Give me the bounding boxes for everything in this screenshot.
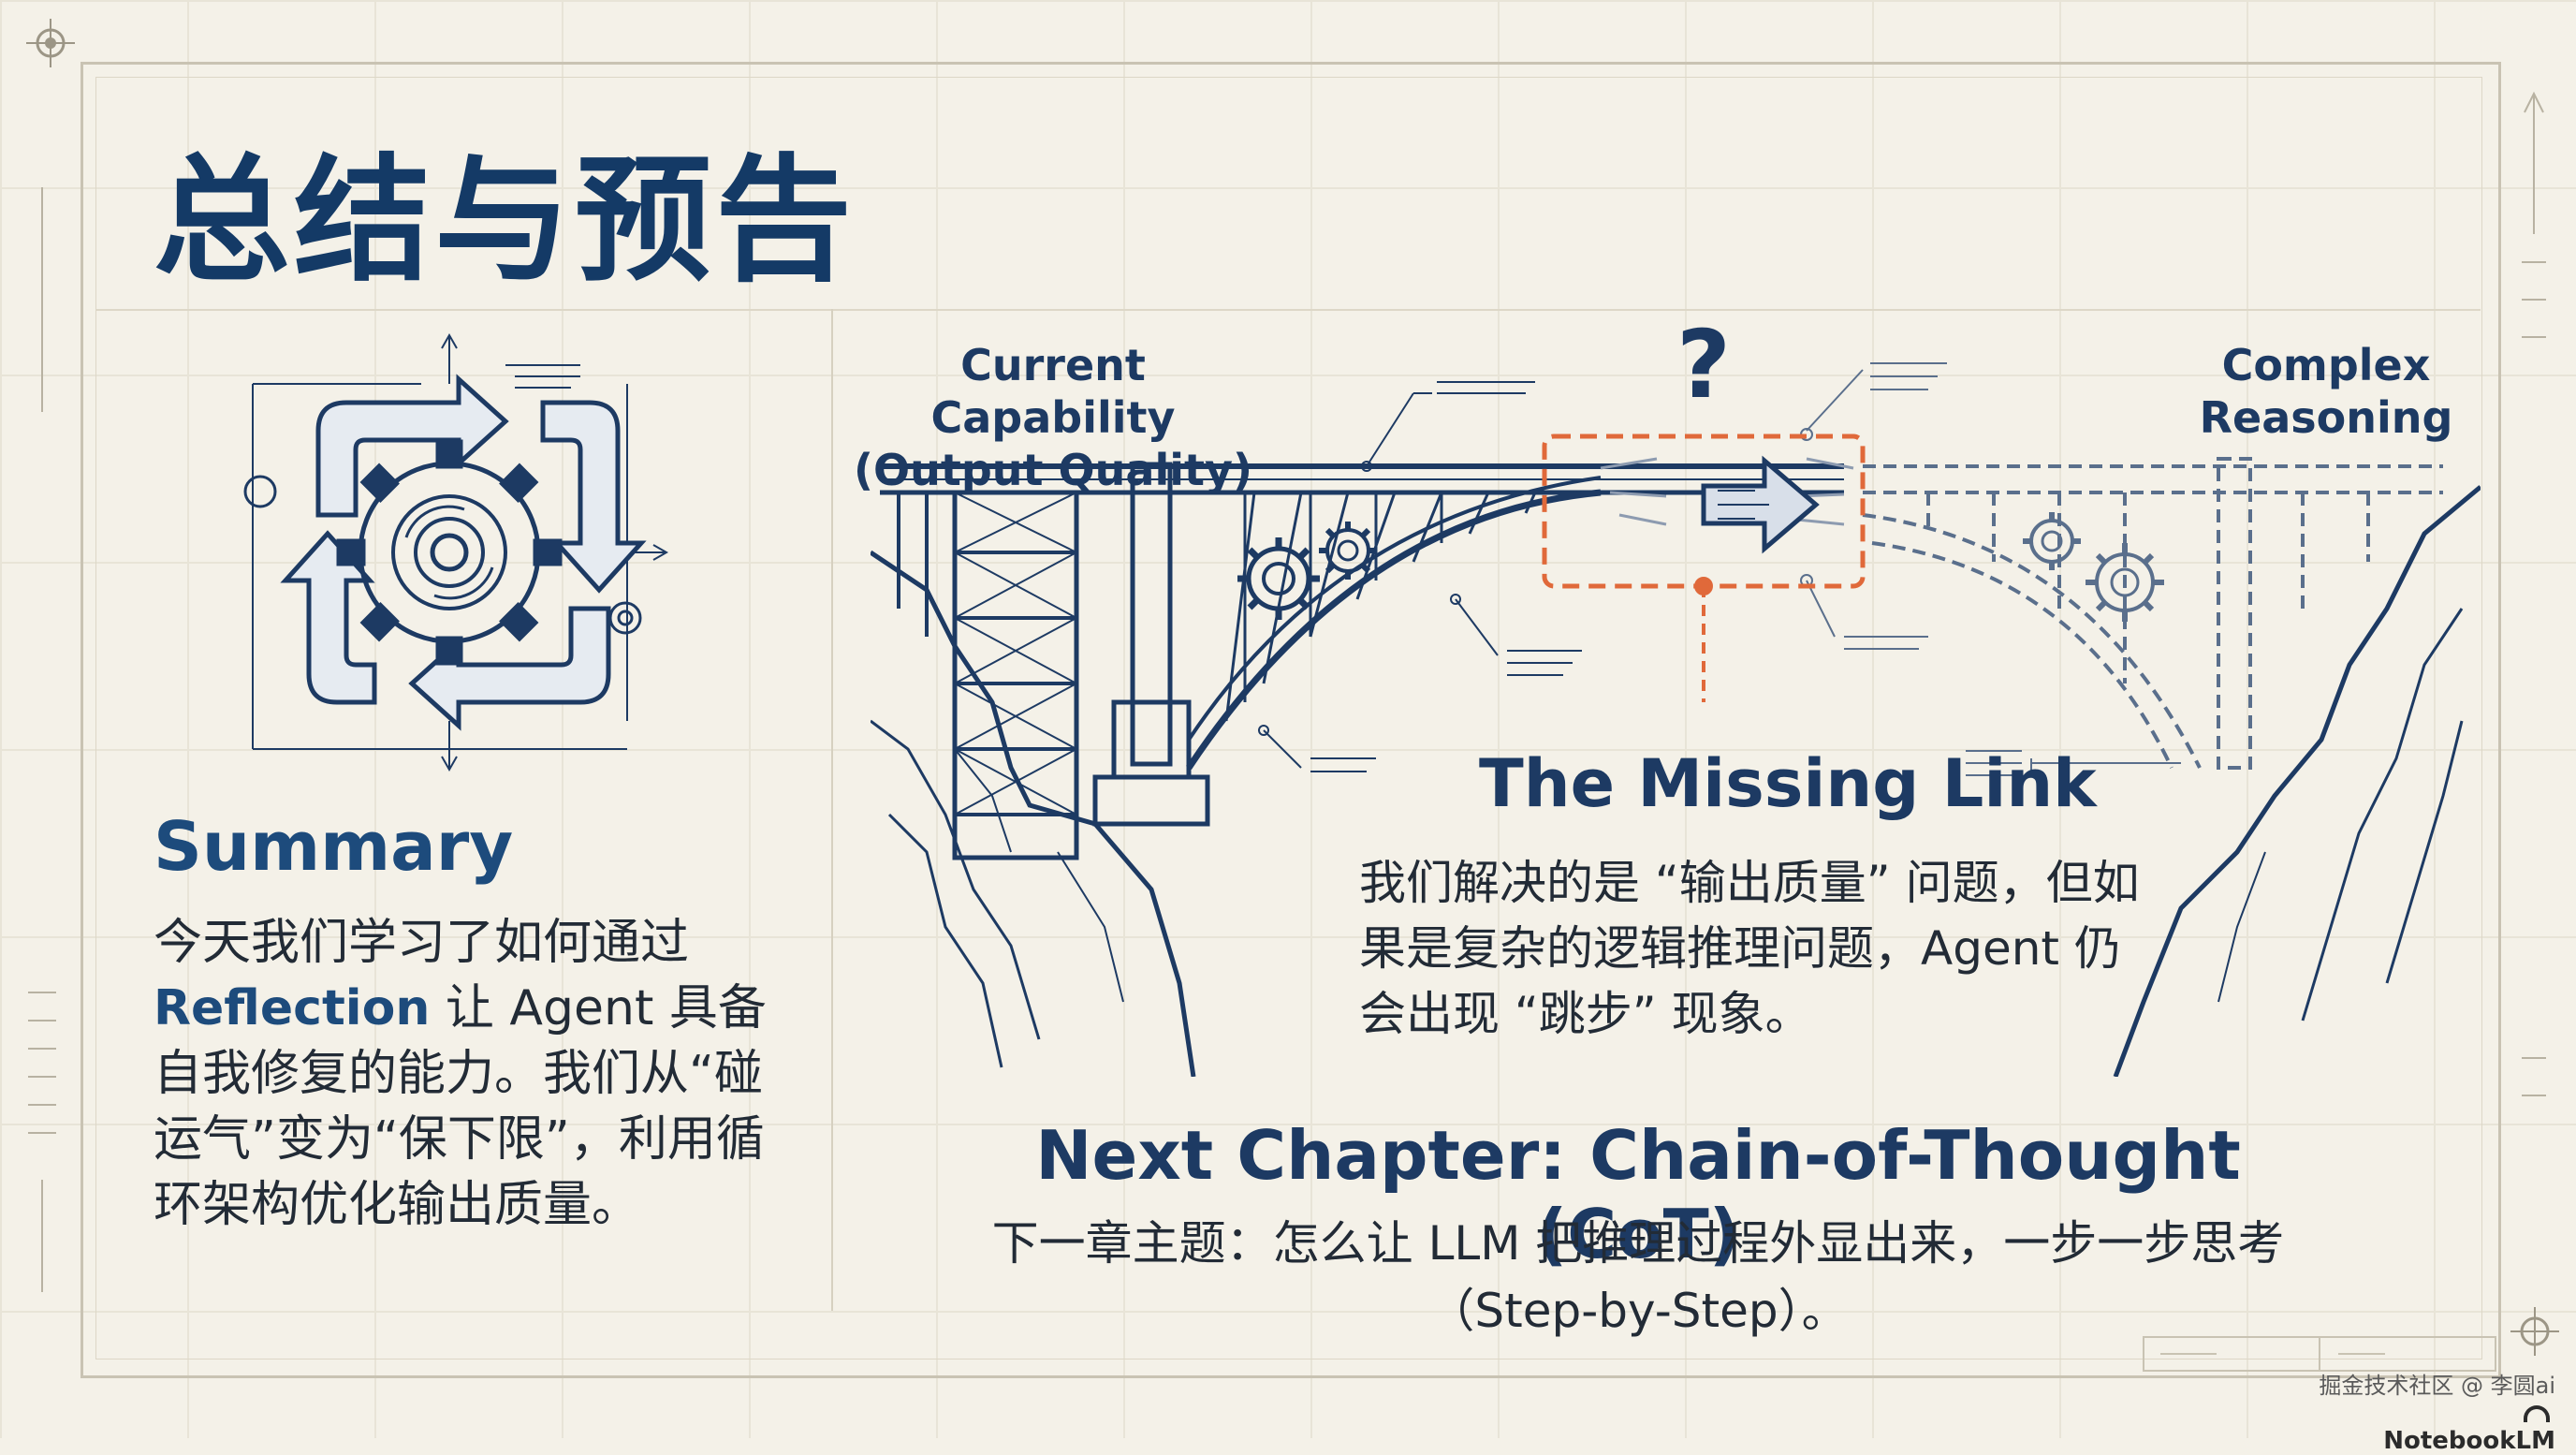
- blueprint-frame-inner: [95, 77, 2482, 1359]
- label-complex-line-2: Reasoning: [2199, 392, 2453, 443]
- watermark-text: 掘金技术社区 @ 李圆ai: [2319, 1373, 2555, 1399]
- corner-crosshair-icon: [26, 19, 75, 67]
- page-title: 总结与预告: [154, 141, 856, 301]
- missing-link-text: 我们解决的是 “输出质量” 问题，但如果是复杂的逻辑推理问题，Agent 仍会出…: [1359, 856, 2140, 1041]
- summary-text-2: 让 Agent 具备自我修复的能力。我们从“碰运气”变为“保下限”，利用循环架构…: [154, 980, 767, 1233]
- header-divider: [95, 309, 2481, 311]
- summary-text: 今天我们学习了如何通过 Reflection 让 Agent 具备自我修复的能力。…: [154, 910, 790, 1238]
- corner-crosshair-icon: [2510, 1307, 2559, 1356]
- summary-highlight-reflection: Reflection: [154, 980, 431, 1036]
- label-current-capability: Current Capability (Output Quality): [842, 339, 1264, 496]
- label-current-line-2: (Output Quality): [854, 445, 1252, 495]
- summary-text-1: 今天我们学习了如何通过: [154, 915, 690, 971]
- next-chapter-heading: Next Chapter: Chain-of-Thought (CoT): [1035, 1116, 2241, 1273]
- right-arrow-icon: [1701, 455, 1820, 554]
- missing-link-heading: The Missing Link: [1479, 745, 2097, 822]
- ruler-marks-left: [28, 187, 56, 1292]
- title-block: [2143, 1336, 2496, 1372]
- bridge-illustration: [871, 362, 2481, 1077]
- brand-text: NotebookLM: [2383, 1427, 2555, 1455]
- brand-label: NotebookLM: [2359, 1399, 2555, 1455]
- notebooklm-logo-icon: [2524, 1404, 2550, 1422]
- ruler-marks-right: [2522, 91, 2546, 1096]
- label-complex-line-1: Complex: [2221, 340, 2431, 390]
- label-complex-reasoning: Complex Reasoning: [2181, 339, 2471, 444]
- blueprint-frame: [80, 62, 2501, 1378]
- next-chapter-text: 下一章主题：怎么让 LLM 把推理过程外显出来，一步一步思考（Step-by-S…: [991, 1216, 2285, 1338]
- summary-heading: Summary: [154, 807, 514, 886]
- cycle-gear-icon: [243, 332, 669, 772]
- question-mark: ?: [1676, 310, 1731, 419]
- column-divider: [831, 309, 833, 1311]
- label-current-line-1: Current Capability: [930, 340, 1176, 443]
